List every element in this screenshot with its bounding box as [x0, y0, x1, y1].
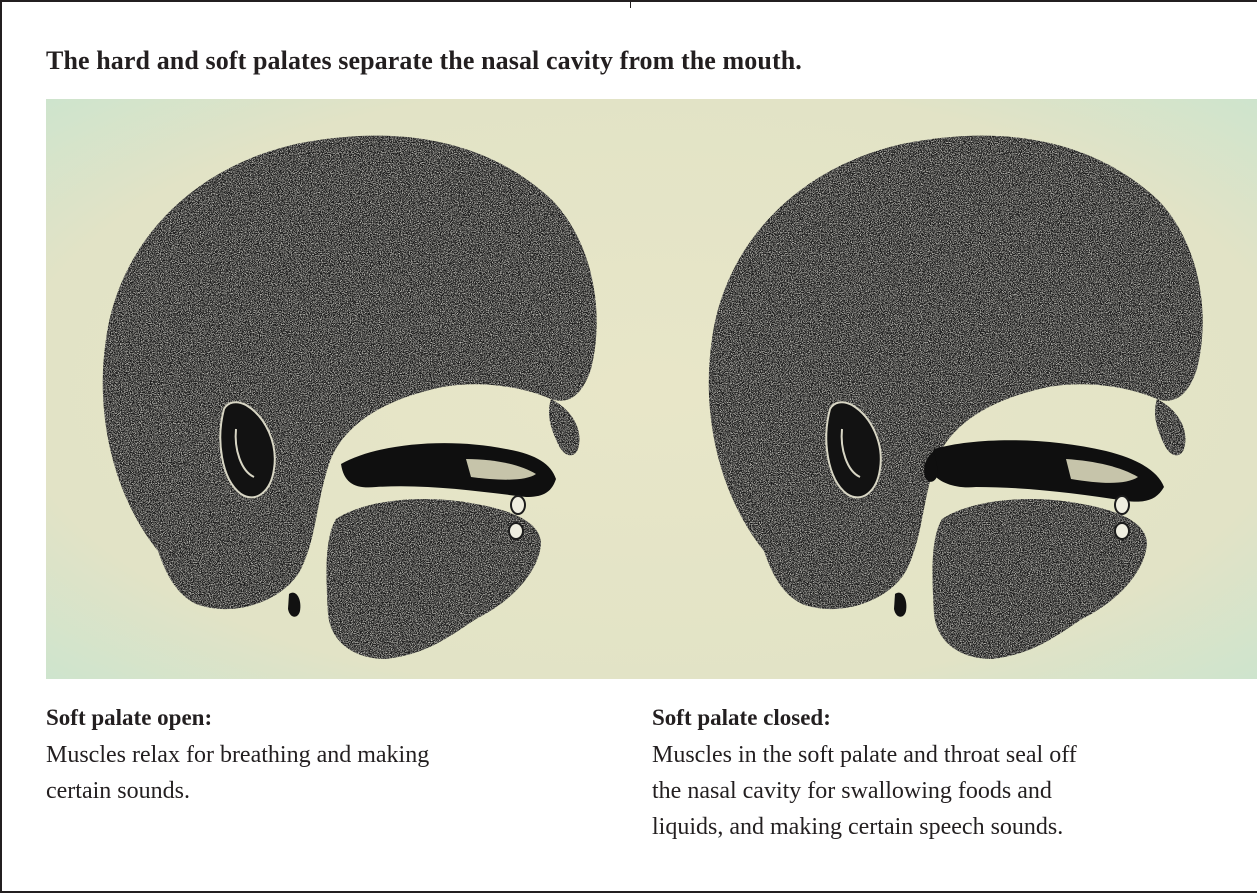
caption-body-open: Muscles relax for breathing and making c… [46, 737, 566, 809]
caption-line: liquids, and making certain speech sound… [652, 809, 1252, 845]
caption-line: the nasal cavity for swallowing foods an… [652, 773, 1252, 809]
caption-body-closed: Muscles in the soft palate and throat se… [652, 737, 1252, 845]
crop-mark [630, 2, 631, 8]
caption-line: Muscles in the soft palate and throat se… [652, 737, 1252, 773]
palate-figure [46, 99, 1257, 679]
figure-heading: The hard and soft palates separate the n… [46, 46, 802, 76]
caption-title-open: Soft palate open: [46, 705, 212, 731]
caption-line: Muscles relax for breathing and making [46, 737, 566, 773]
caption-line: certain sounds. [46, 773, 566, 809]
caption-title-closed: Soft palate closed: [652, 705, 831, 731]
